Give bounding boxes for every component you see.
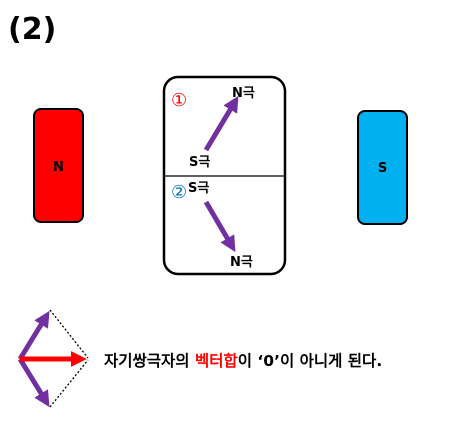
dipole1-marker: ① [171,90,187,111]
problem-number: (2) [8,12,56,47]
vector-lower-arrow [17,357,50,408]
caption-highlight: 벡터합 [195,352,239,370]
dipole2-tail-label: S극 [188,181,209,196]
parallelogram-dotted-upper [49,309,89,359]
dipole2-arrow [203,200,236,253]
right-magnet [357,110,408,225]
dipole1-arrow [203,95,239,152]
caption-after: 이 ‘0’이 아니게 된다. [238,351,382,370]
dipole2-marker: ② [171,182,187,203]
caption-before: 자기쌍극자의 [104,352,195,370]
dipole1-tail-label: S극 [189,155,210,170]
parallelogram-dotted-lower [49,359,89,408]
left-magnet-label: N [53,160,64,175]
dipole2-head-label: N극 [230,255,253,270]
left-magnet [33,108,84,223]
right-magnet-label: S [378,161,387,176]
dipole1-head-label: N극 [232,86,255,101]
caption: 자기쌍극자의 벡터합이 ‘0’이 아니게 된다. [104,351,382,370]
vector-upper-arrow [17,310,50,361]
